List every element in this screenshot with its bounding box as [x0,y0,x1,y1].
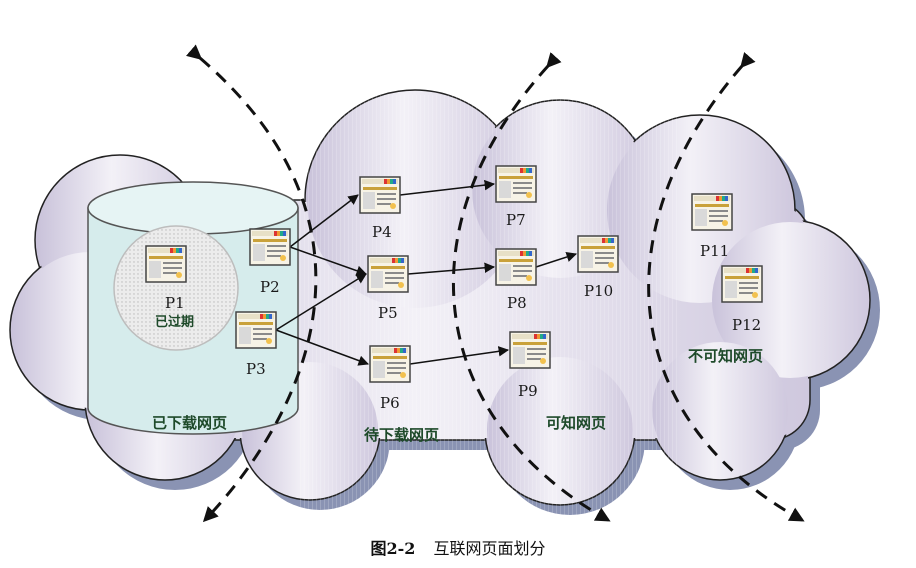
page-icon-p12 [721,265,763,303]
page-icon-p6 [369,345,411,383]
links [275,179,577,366]
page-icon-p11 [691,193,733,231]
label-p12: P12 [732,316,761,334]
page-icon-p2 [249,228,291,266]
page-icon-p9 [509,331,551,369]
label-p9: P9 [518,382,538,400]
page-icon-p1 [145,245,187,283]
link-p6-p9 [409,346,510,365]
boundaries [186,44,805,523]
label-p6: P6 [380,394,400,412]
page-icon-p5 [367,255,409,293]
link-p5-p8 [407,262,496,275]
region-downloaded-label: 已下载网页 [152,414,227,432]
link-p2-p4 [289,194,359,248]
label-p7: P7 [506,211,526,229]
link-p8-p10 [535,251,577,268]
region-knowable-label: 可知网页 [546,414,606,432]
page-icon-p4 [359,176,401,214]
label-p8: P8 [507,294,527,312]
boundary-3 [647,52,805,522]
page-icon-p10 [577,235,619,273]
label-p4: P4 [372,223,392,241]
cloud-texture [300,95,680,515]
region-to-download-label: 待下载网页 [364,426,439,444]
label-p11: P11 [700,242,729,260]
caption-text: 互联网页面划分 [433,539,546,558]
link-p3-p5 [275,273,367,331]
page-icon-p8 [495,248,537,286]
link-p4-p7 [399,179,496,196]
caption-number: 图2-2 [370,539,416,558]
link-p2-p5 [289,246,367,276]
page-icon-p3 [235,311,277,349]
label-p10: P10 [584,282,613,300]
figure-caption: 图2-2 互联网页面划分 [0,535,916,559]
boundary-2 [451,52,611,522]
page-labels: P1 P2 P3 P4 P5 P6 P7 P8 P9 P10 P11 P12 [165,211,761,412]
region-unknowable-label: 不可知网页 [688,347,763,365]
label-p1: P1 [165,294,185,312]
page-icon-p7 [495,165,537,203]
link-p3-p6 [275,329,369,366]
expired-badge: 已过期 [155,314,194,330]
boundary-1 [186,44,318,523]
label-p3: P3 [246,360,266,378]
label-p5: P5 [378,304,398,322]
label-p2: P2 [260,278,280,296]
